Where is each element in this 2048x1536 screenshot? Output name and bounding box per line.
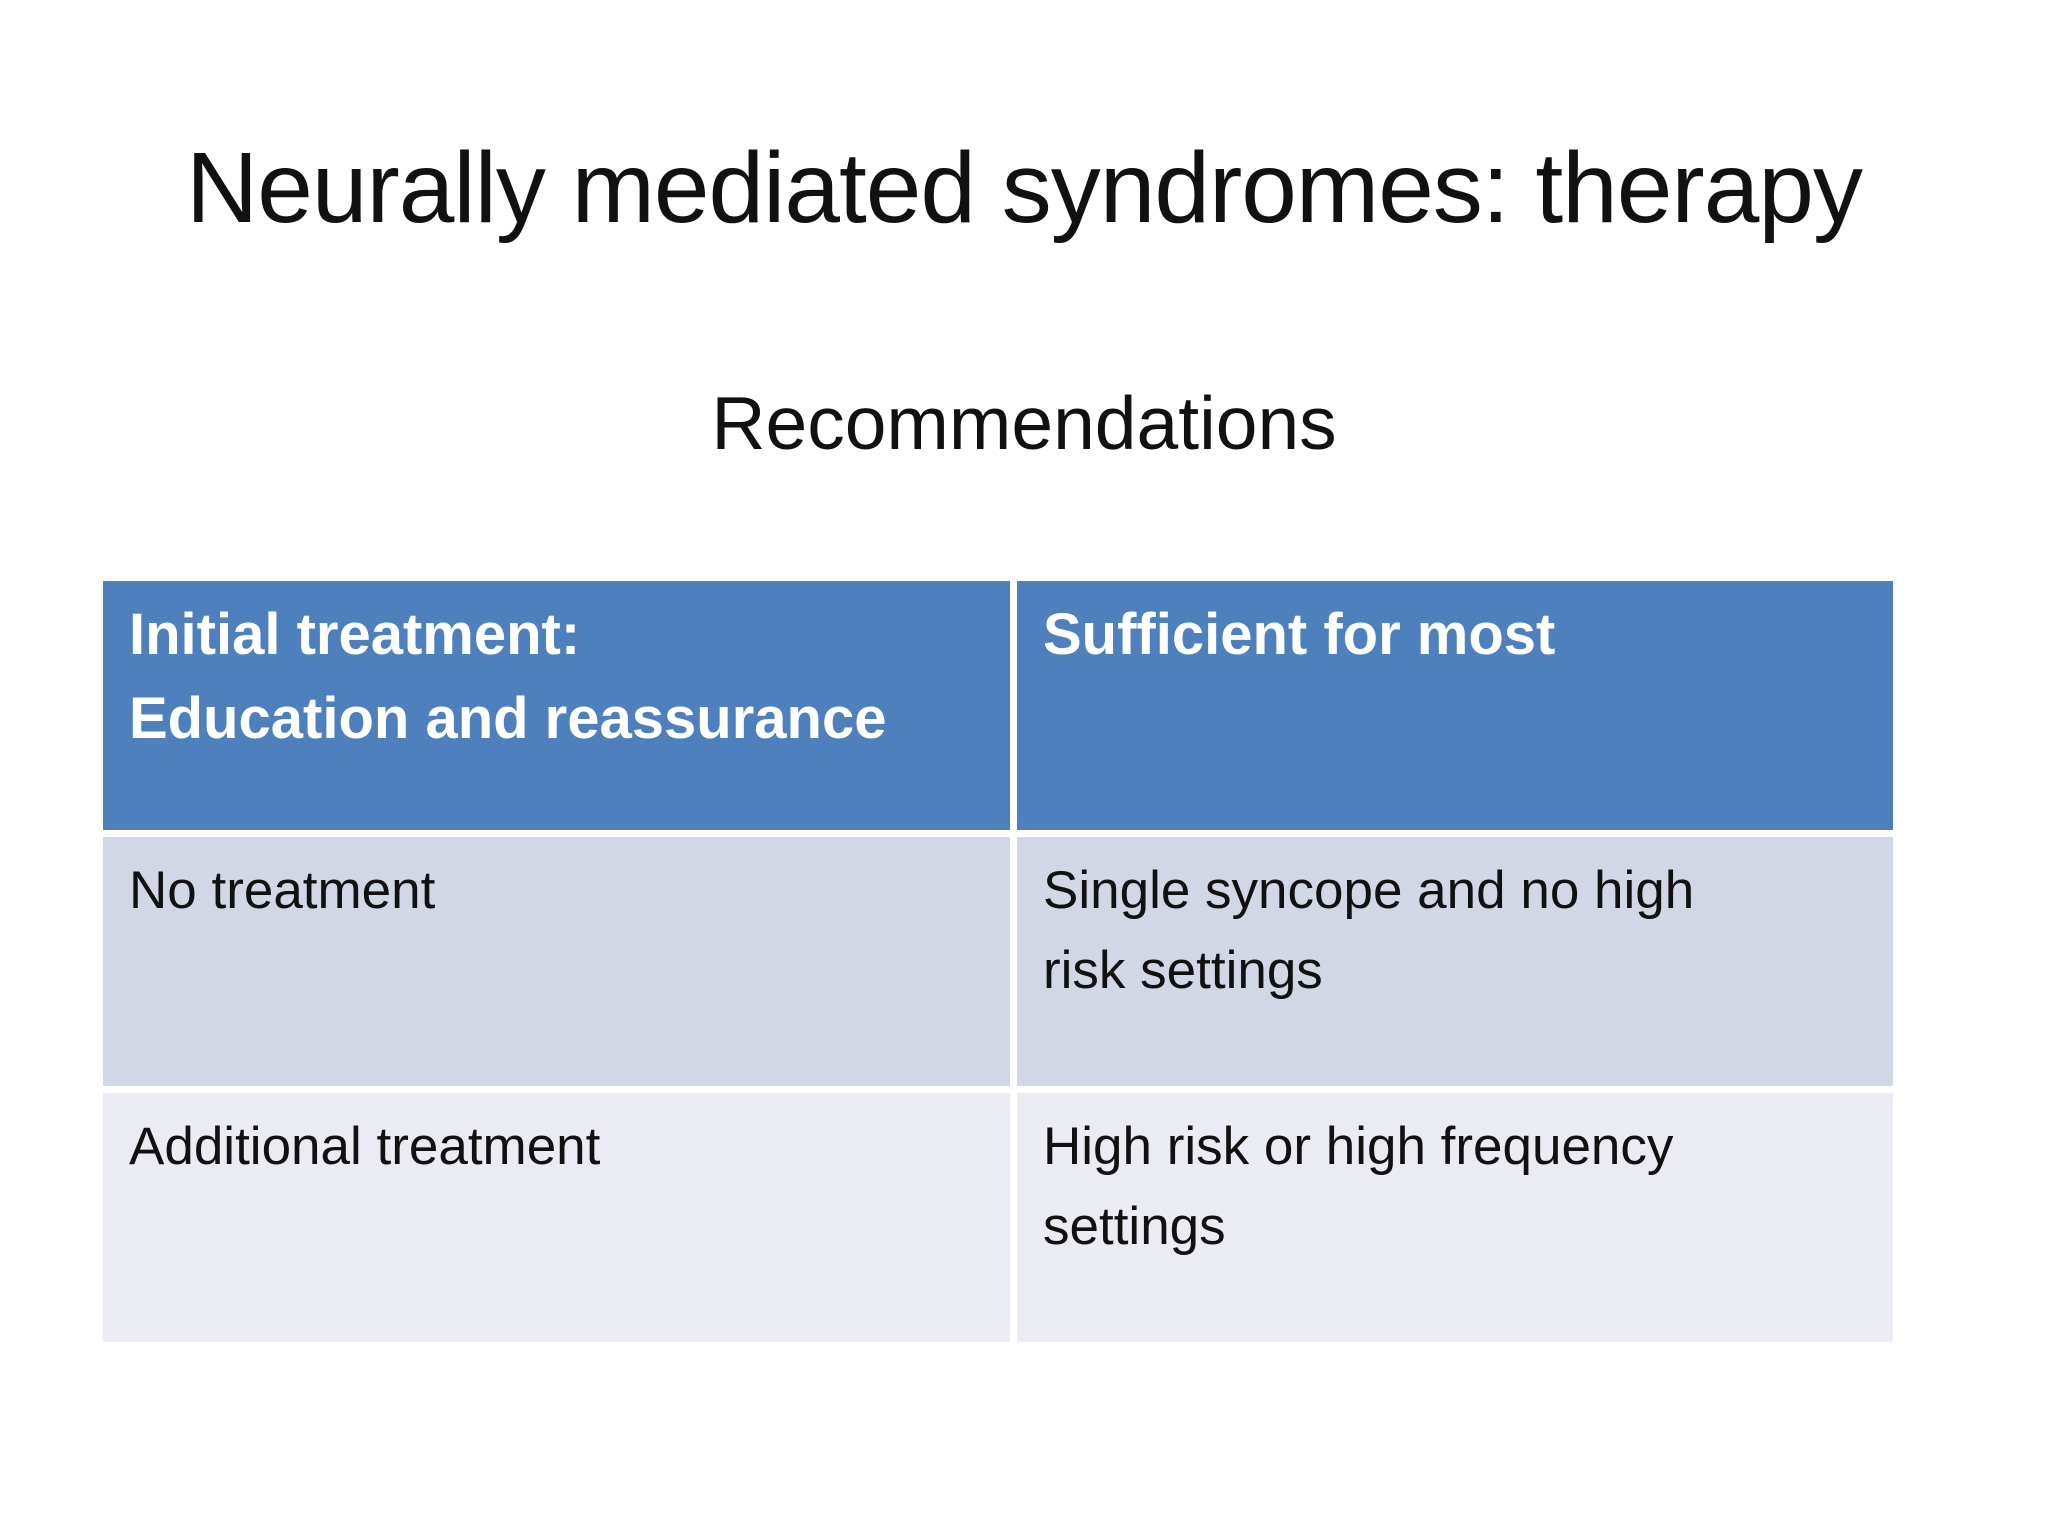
table-cell-no-treatment: No treatment xyxy=(103,837,1010,1086)
header-cell-sufficient-for-most: Sufficient for most xyxy=(1017,581,1893,830)
table-cell-high-risk: High risk or high frequency settings xyxy=(1017,1093,1893,1342)
table-cell-single-syncope: Single syncope and no high risk settings xyxy=(1017,837,1893,1086)
header-cell-initial-treatment: Initial treatment: Education and reassur… xyxy=(103,581,1010,830)
recommendations-table: Initial treatment: Education and reassur… xyxy=(103,581,1893,1342)
slide-title: Neurally mediated syndromes: therapy xyxy=(186,132,1863,244)
table-cell-additional-treatment: Additional treatment xyxy=(103,1093,1010,1342)
slide-subtitle: Recommendations xyxy=(711,381,1337,465)
